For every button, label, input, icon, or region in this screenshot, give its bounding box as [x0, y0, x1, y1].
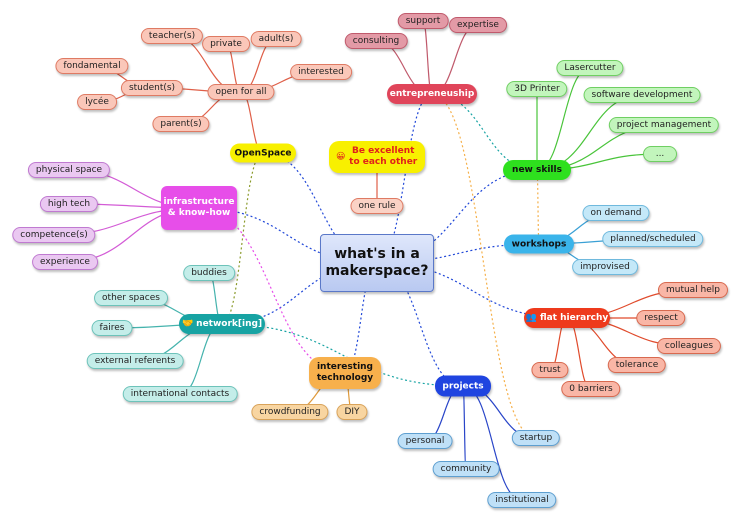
leaf-diy[interactable]: DIY [336, 404, 368, 420]
leaf-project-management[interactable]: project management [608, 117, 720, 133]
leaf-community[interactable]: community [432, 461, 500, 477]
leaf-tolerance[interactable]: tolerance [607, 357, 667, 373]
leaf-lycee[interactable]: lycée [77, 94, 117, 110]
leaf-experience[interactable]: experience [32, 254, 98, 270]
branch-interesting-technology[interactable]: interesting technology [309, 357, 381, 389]
leaf-teachers[interactable]: teacher(s) [140, 28, 204, 44]
cross-relation [221, 152, 264, 325]
leaf-competences[interactable]: competence(s) [12, 227, 96, 243]
be-excellent-label: Be excellent to each other [349, 146, 418, 167]
leaf-interested[interactable]: interested [290, 64, 352, 80]
leaf-more[interactable]: ... [643, 146, 677, 162]
flat-hierarchy-label: flat hierarchy [539, 313, 609, 323]
root-relation [376, 243, 540, 264]
node-open-for-all[interactable]: open for all [207, 84, 275, 100]
leaf-trust[interactable]: trust [531, 362, 569, 378]
leaf-parents[interactable]: parent(s) [152, 116, 210, 132]
root-relation [376, 169, 538, 264]
leaf-crowdfunding[interactable]: crowdfunding [251, 404, 329, 420]
leaf-personal[interactable]: personal [397, 433, 453, 449]
leaf-startup[interactable]: startup [511, 430, 561, 446]
leaf-one-rule[interactable]: one rule [350, 198, 404, 214]
branch-flat-hierarchy[interactable]: 👥flat hierarchy [524, 308, 610, 328]
leaf-faires[interactable]: faires [91, 320, 133, 336]
branch-infrastructure-know-how[interactable]: infrastructure & know-how [161, 186, 237, 230]
leaf-improvised[interactable]: improvised [572, 259, 638, 275]
cross-relation [431, 93, 538, 171]
cross-relation [431, 93, 537, 439]
leaf-lasercutter[interactable]: Lasercutter [556, 60, 624, 76]
leaf-support[interactable]: support [397, 13, 449, 29]
leaf-0-barriers[interactable]: 0 barriers [561, 381, 621, 397]
leaf-colleagues[interactable]: colleagues [656, 338, 722, 354]
leaf-on-demand[interactable]: on demand [582, 205, 650, 221]
leaf-adults[interactable]: adult(s) [250, 31, 302, 47]
leaf-international-contacts[interactable]: international contacts [122, 386, 238, 402]
root-node[interactable]: what's in a makerspace? [320, 234, 434, 292]
leaf-private[interactable]: private [202, 36, 250, 52]
root-relation [344, 262, 378, 374]
branch-new-skills[interactable]: new skills [503, 160, 571, 180]
leaf-consulting[interactable]: consulting [344, 33, 408, 49]
cross-relation [536, 169, 540, 245]
leaf-fondamental[interactable]: fondamental [55, 58, 129, 74]
leaf-high-tech[interactable]: high tech [39, 196, 99, 212]
leaf-institutional[interactable]: institutional [487, 492, 557, 508]
leaf-students[interactable]: student(s) [120, 80, 184, 96]
leaf-external-referents[interactable]: external referents [86, 353, 184, 369]
leaf-mutual-help[interactable]: mutual help [657, 282, 729, 298]
branch-be-excellent[interactable]: 😀Be excellent to each other [329, 141, 425, 173]
leaf-expertise[interactable]: expertise [449, 17, 507, 33]
root-relation [198, 207, 378, 264]
leaf-other-spaces[interactable]: other spaces [94, 290, 168, 306]
people-icon: 👥 [525, 313, 537, 323]
branch-openspace[interactable]: OpenSpace [230, 143, 296, 163]
child-connector [566, 317, 592, 390]
leaf-planned-scheduled[interactable]: planned/scheduled [602, 231, 704, 247]
child-connector [179, 323, 223, 395]
leaf-respect[interactable]: respect [636, 310, 686, 326]
branch-workshops[interactable]: workshops [504, 234, 574, 254]
branch-networking[interactable]: 🤝network[ing] [179, 314, 265, 334]
leaf-software-development[interactable]: software development [583, 87, 701, 103]
smiley-icon: 😀 [336, 151, 346, 162]
leaf-physical-space[interactable]: physical space [27, 162, 111, 178]
branch-entrepreneuship[interactable]: entrepreneuship [387, 84, 477, 104]
child-connector [462, 385, 467, 470]
leaf-3d-printer[interactable]: 3D Printer [506, 81, 568, 97]
branch-projects[interactable]: projects [435, 375, 491, 397]
networking-label: network[ing] [196, 319, 263, 329]
handshake-icon: 🤝 [181, 319, 194, 329]
leaf-buddies[interactable]: buddies [183, 265, 235, 281]
